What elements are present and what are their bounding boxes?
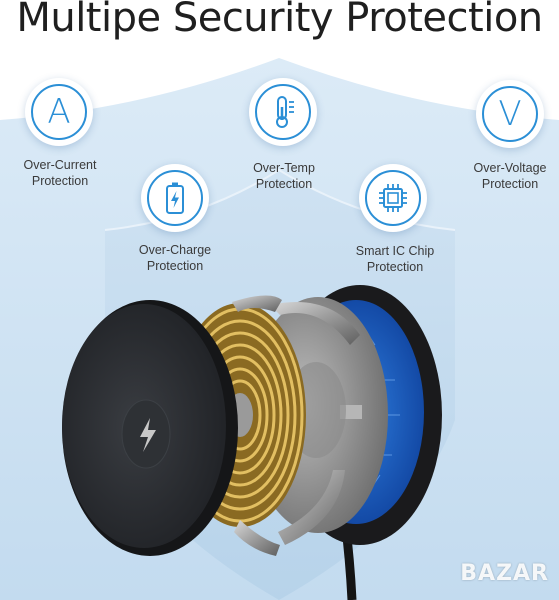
watermark-text: Vesting deals (18, 18, 96, 33)
chip-icon (379, 184, 407, 212)
page-title: Multipe Security Protection (16, 0, 543, 41)
lightning-icon (140, 418, 156, 452)
watermark-logo: BAZAR (460, 561, 549, 586)
letter-v-icon: V (498, 94, 522, 134)
battery-charging-icon (166, 182, 184, 214)
feature-badge-over-current: A (25, 78, 93, 146)
thermometer-icon (276, 96, 294, 128)
feature-badge-over-temp (249, 78, 317, 146)
feature-badge-smart-ic-chip (359, 164, 427, 232)
letter-a-icon: A (47, 92, 71, 132)
feature-badge-over-voltage: V (476, 80, 544, 148)
feature-badge-over-charge (141, 164, 209, 232)
